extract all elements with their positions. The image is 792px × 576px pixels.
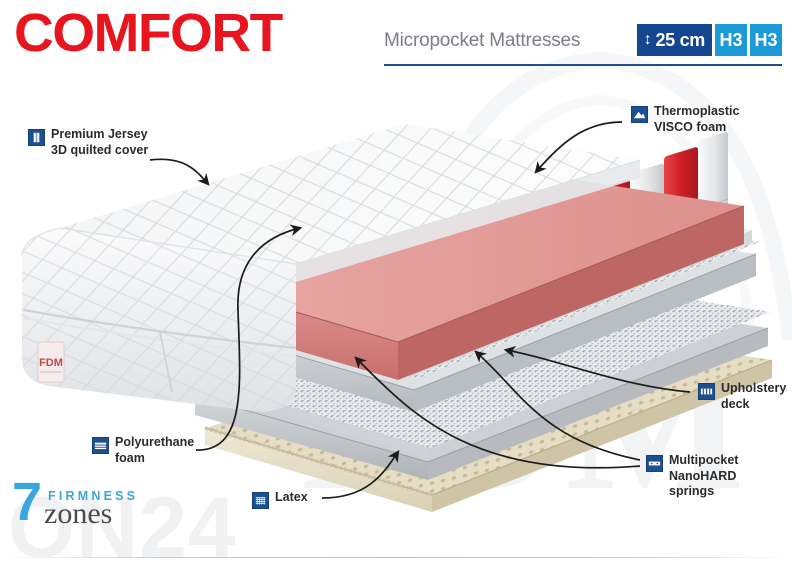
upholstery-deck-icon: [698, 383, 715, 400]
header-divider: [384, 64, 782, 66]
logo-word-firmness: FIRMNESS: [48, 489, 139, 503]
subtitle: Micropocket Mattresses: [384, 30, 581, 51]
spec-badges: ↕ 25 cm H3 H3: [636, 24, 782, 56]
logo-word-zones: zones: [44, 497, 113, 530]
callout-label: Upholstery deck: [721, 381, 787, 411]
callout-multipocket-springs: Multipocket NanoHARD springs: [646, 453, 738, 500]
pu-foam-icon: [92, 437, 109, 454]
callout-polyurethane-foam: Polyurethane foam: [92, 435, 194, 466]
layer-quilted-cover-side: FDM: [21, 227, 297, 412]
subtitle-row: Micropocket Mattresses: [384, 30, 780, 52]
callout-upholstery-deck: Upholstery deck: [698, 381, 786, 412]
badge-height: ↕ 25 cm: [636, 24, 712, 56]
height-arrow-icon: ↕: [643, 31, 652, 48]
callout-label: Latex: [275, 490, 308, 504]
badge-firmness-right: H3: [750, 24, 782, 56]
callout-label: Thermoplastic VISCO foam: [654, 104, 740, 134]
visco-foam-icon: [631, 106, 648, 123]
latex-icon: [252, 492, 269, 509]
callout-latex: Latex: [252, 490, 308, 509]
page-title: COMFORT: [14, 3, 283, 63]
pocket-spring-icon: [646, 455, 663, 472]
seven-firmness-zones-logo: 7 FIRMNESS zones: [12, 472, 162, 533]
jersey-fabric-icon: [28, 129, 45, 146]
logo-number-seven: 7: [12, 472, 43, 532]
brand-tag-fdm: FDM: [37, 341, 65, 383]
callout-thermoplastic-visco: Thermoplastic VISCO foam: [631, 104, 739, 135]
header: COMFORT Micropocket Mattresses ↕ 25 cm H…: [0, 0, 792, 72]
bottom-divider: [6, 557, 786, 558]
callout-premium-jersey: Premium Jersey 3D quilted cover: [28, 127, 148, 158]
badge-firmness-left: H3: [715, 24, 747, 56]
svg-text:FDM: FDM: [39, 357, 63, 369]
callout-label: Polyurethane foam: [115, 435, 195, 465]
badge-height-label: 25 cm: [655, 29, 705, 50]
callout-label: Premium Jersey 3D quilted cover: [51, 127, 149, 157]
callout-label: Multipocket NanoHARD springs: [669, 453, 739, 498]
